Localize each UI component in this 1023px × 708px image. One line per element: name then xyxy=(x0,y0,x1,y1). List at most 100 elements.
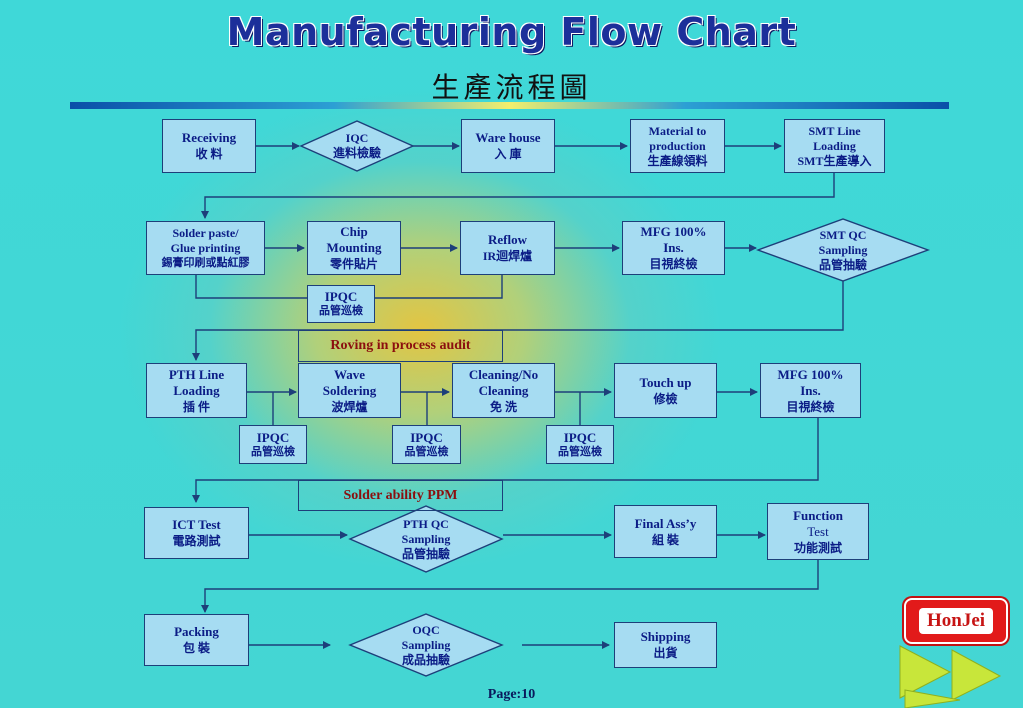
mfg1-label-en2: Ins. xyxy=(663,240,684,255)
wave-label-en1: Wave xyxy=(333,366,366,382)
ipqc-r3-2-label-zh: 品管巡檢 xyxy=(404,445,449,458)
ipqc-r2-bracket-right xyxy=(375,275,503,299)
smt-qc-label-en2: Sampling xyxy=(818,242,868,257)
smt-loading-label-zh: SMT生產導入 xyxy=(797,153,872,168)
chip-label-en2: Mounting xyxy=(326,240,382,255)
ipqc-r3-box-3: IPQC 品管巡檢 xyxy=(546,425,614,464)
ipqc-r2-label-en: IPQC xyxy=(324,289,358,304)
reflow-label-en: Reflow xyxy=(488,232,527,247)
cleaning-label-zh: 免 洗 xyxy=(489,399,517,414)
arrow-r2-r3 xyxy=(192,281,844,361)
pth-qc-label-en1: PTH QC xyxy=(403,516,449,531)
oqc-label-zh: 成品抽驗 xyxy=(401,652,450,667)
iqc-label-zh: 進料檢驗 xyxy=(332,146,381,160)
roving-audit-banner: Roving in process audit xyxy=(298,330,503,362)
oqc-label-en2: Sampling xyxy=(401,637,451,652)
final-label-en: Final Ass’y xyxy=(634,515,697,531)
receiving-label-en: Receiving xyxy=(181,130,237,145)
ict-label-zh: 電路測試 xyxy=(172,534,221,548)
arrow-r4-r5 xyxy=(201,560,819,613)
ipqc-r3-3-label-en: IPQC xyxy=(563,429,597,445)
touchup-label-zh: 修檢 xyxy=(653,391,678,406)
ipqc-r3-1-label-en: IPQC xyxy=(256,429,290,445)
page-number: Page:10 xyxy=(487,687,536,702)
solder-ability-banner: Solder ability PPM xyxy=(298,480,503,511)
wave-label-en2: Soldering xyxy=(322,382,377,398)
ict-test-step: ICT Test 電路測試 xyxy=(144,507,249,559)
pth-qc-step: PTH QC Sampling 品管抽驗 xyxy=(370,514,482,564)
shipping-label-en: Shipping xyxy=(640,629,691,644)
ipqc-r3-box-2: IPQC 品管巡檢 xyxy=(392,425,461,464)
mfg2-label-en2: Ins. xyxy=(800,382,821,398)
reflow-label-zh: IR迴焊爐 xyxy=(482,249,533,263)
warehouse-label-en: Ware house xyxy=(475,130,541,145)
packing-label-en: Packing xyxy=(174,624,219,639)
oqc-step: OQC Sampling 成品抽驗 xyxy=(376,620,476,670)
mfg-inspection-1-step: MFG 100% Ins. 目視終檢 xyxy=(622,221,725,275)
ipqc-r3-3-label-zh: 品管巡檢 xyxy=(558,445,602,458)
material-step: Material to production 生產線領料 xyxy=(630,119,725,173)
arrow-r1-r2 xyxy=(201,173,835,219)
function-test-step: Function Test 功能測試 xyxy=(767,503,869,560)
pth-loading-label-en2: Loading xyxy=(173,382,220,398)
iqc-step: IQC 進料檢驗 xyxy=(311,124,403,168)
iqc-label-en: IQC xyxy=(345,131,369,145)
logo-arrow-shapes xyxy=(899,645,1002,708)
cleaning-label-en1: Cleaning/No xyxy=(468,366,539,382)
touch-up-step: Touch up 修檢 xyxy=(614,363,717,418)
cleaning-label-en2: Cleaning xyxy=(478,382,529,398)
wave-label-zh: 波焊爐 xyxy=(331,399,368,414)
wave-soldering-step: Wave Soldering 波焊爐 xyxy=(298,363,401,418)
smt-qc-diamond xyxy=(755,218,931,282)
function-label-en1: Function xyxy=(793,507,843,523)
reflow-step: Reflow IR迴焊爐 xyxy=(460,221,555,275)
logo-text: HonJei xyxy=(918,608,994,634)
chip-label-en1: Chip xyxy=(340,224,368,239)
function-label-zh: 功能測試 xyxy=(793,540,842,555)
honjei-logo: HonJei xyxy=(904,598,1008,644)
mfg-inspection-2-step: MFG 100% Ins. 目視終檢 xyxy=(760,363,861,418)
mfg1-label-en1: MFG 100% xyxy=(640,224,707,239)
warehouse-step: Ware house 入 庫 xyxy=(461,119,555,173)
smt-loading-step: SMT Line Loading SMT生產導入 xyxy=(784,119,885,173)
smt-loading-label-en1: SMT Line xyxy=(808,123,861,138)
page-title: Manufacturing Flow Chart xyxy=(226,10,797,54)
touchup-label-en: Touch up xyxy=(639,374,692,390)
ict-label-en: ICT Test xyxy=(172,517,221,532)
ipqc-r3-box-1: IPQC 品管巡檢 xyxy=(239,425,307,464)
receiving-label-zh: 收 料 xyxy=(195,147,223,161)
cleaning-step: Cleaning/No Cleaning 免 洗 xyxy=(452,363,555,418)
pth-loading-label-zh: 插 件 xyxy=(182,399,210,414)
chip-mounting-step: Chip Mounting 零件貼片 xyxy=(307,221,401,275)
pth-qc-label-en2: Sampling xyxy=(401,531,451,546)
warehouse-label-zh: 入 庫 xyxy=(494,147,522,161)
final-assembly-step: Final Ass’y 組 裝 xyxy=(614,505,717,558)
ipqc-r2-bracket xyxy=(195,275,307,299)
title-divider xyxy=(70,102,949,109)
pth-loading-step: PTH Line Loading 插 件 xyxy=(146,363,247,418)
solder-paste-label-en1: Solder paste/ xyxy=(172,225,239,240)
ipqc-r2-label-zh: 品管巡檢 xyxy=(319,305,363,317)
mfg1-label-zh: 目視終檢 xyxy=(649,257,698,271)
packing-label-zh: 包 裝 xyxy=(182,641,210,655)
material-label-en2: production xyxy=(649,138,706,153)
ipqc-r3-2-label-en: IPQC xyxy=(410,429,443,445)
mfg2-label-zh: 目視終檢 xyxy=(786,399,835,414)
page-subtitle: 生產流程圖 xyxy=(431,71,592,104)
final-label-zh: 組 裝 xyxy=(651,532,679,547)
smt-qc-label-en1: SMT QC xyxy=(819,227,867,242)
shipping-step: Shipping 出貨 xyxy=(614,622,717,668)
smt-qc-label-zh: 品管抽驗 xyxy=(818,257,867,272)
material-label-zh: 生產線領料 xyxy=(647,153,708,168)
ipqc-r3-1-label-zh: 品管巡檢 xyxy=(251,445,295,458)
pth-qc-diamond xyxy=(348,505,504,573)
packing-step: Packing 包 裝 xyxy=(144,614,249,666)
pth-qc-label-zh: 品管抽驗 xyxy=(401,546,450,561)
shipping-label-zh: 出貨 xyxy=(653,646,678,660)
oqc-diamond xyxy=(348,613,504,677)
solder-paste-step: Solder paste/ Glue printing 錫膏印刷或點紅膠 xyxy=(146,221,265,275)
solder-paste-label-zh: 錫膏印刷或點紅膠 xyxy=(161,256,250,269)
receiving-step: Receiving 收 料 xyxy=(162,119,256,173)
arrow-r3-r4 xyxy=(192,418,819,503)
